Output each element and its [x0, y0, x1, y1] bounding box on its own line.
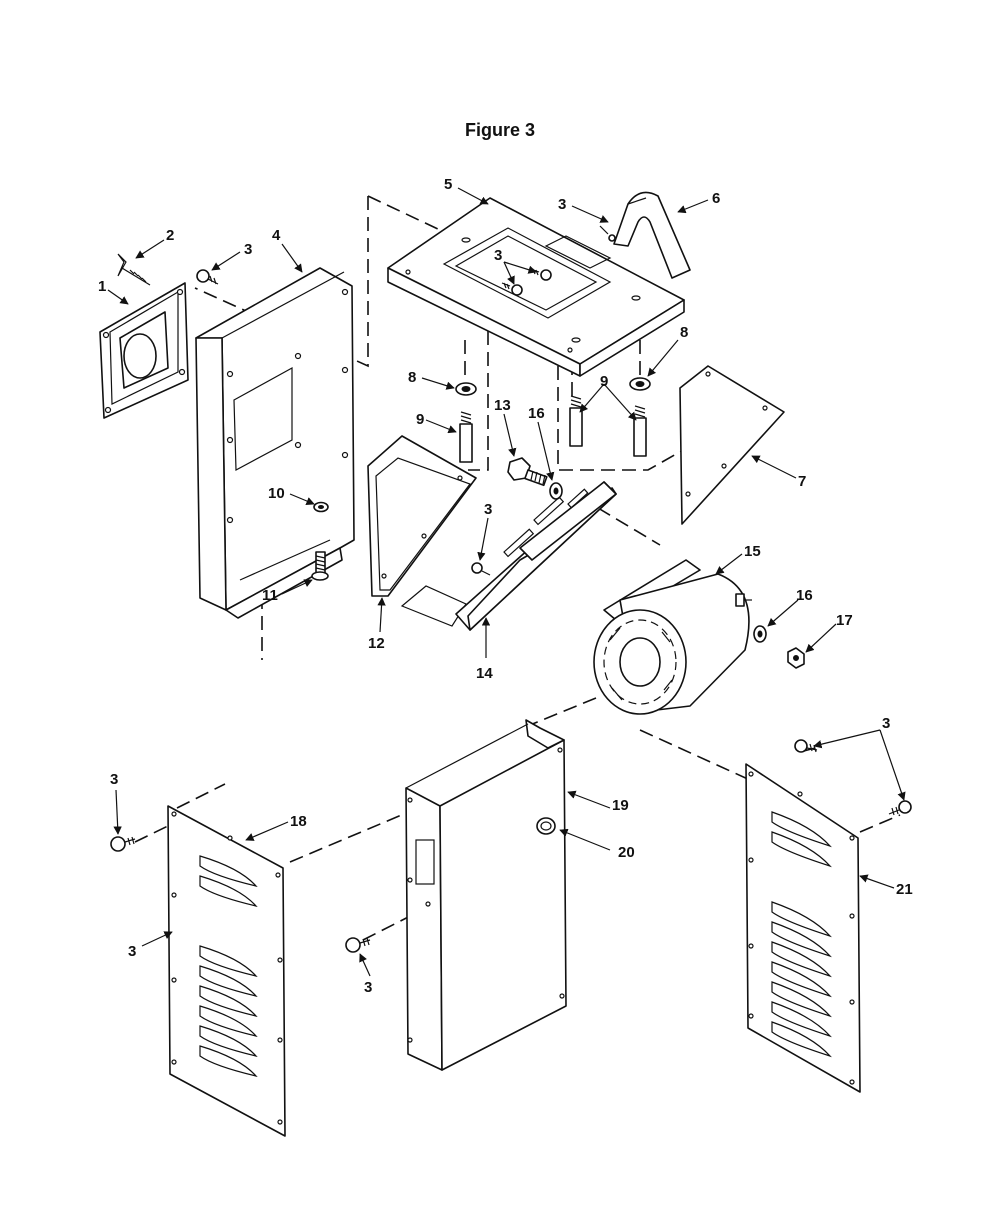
part-18-left-panel — [167, 805, 286, 1137]
callout-labels: 1 2 3 4 5 3 6 3 8 8 9 9 13 16 7 10 3 11 … — [98, 176, 913, 996]
callout-16: 16 — [796, 587, 813, 604]
callout-7: 7 — [798, 473, 806, 490]
screw-icon — [345, 937, 371, 953]
callout-6: 6 — [712, 190, 720, 207]
callout-20: 20 — [618, 844, 635, 861]
callout-15: 15 — [744, 543, 761, 560]
callout-9: 9 — [600, 373, 608, 390]
part-1-outlet-plate — [99, 282, 189, 419]
callout-18: 18 — [290, 813, 307, 830]
part-7-side-plate — [679, 365, 785, 525]
screw-icon — [888, 800, 912, 816]
callout-3: 3 — [558, 196, 566, 213]
parts-8-9-mounts — [455, 377, 651, 463]
part-4-housing-bracket — [195, 267, 355, 619]
callout-3: 3 — [110, 771, 118, 788]
callout-3: 3 — [244, 241, 252, 258]
callout-2: 2 — [166, 227, 174, 244]
callout-16: 16 — [528, 405, 545, 422]
screw-icon — [599, 225, 616, 242]
callout-8: 8 — [408, 369, 416, 386]
callout-17: 17 — [836, 612, 853, 629]
part-11-bolt — [311, 551, 329, 581]
callout-5: 5 — [444, 176, 452, 193]
part-14-motor-bracket — [455, 481, 617, 631]
figure-title: Figure 3 — [464, 120, 535, 140]
callout-11: 11 — [262, 587, 278, 604]
callout-8: 8 — [680, 324, 688, 341]
callout-12: 12 — [368, 635, 385, 652]
callout-10: 10 — [268, 485, 285, 502]
part-20-plug — [536, 817, 556, 835]
part-19-front-housing — [405, 719, 567, 1071]
part-10-nut — [313, 501, 329, 513]
callout-4: 4 — [272, 227, 281, 244]
part-15-motor — [593, 559, 752, 715]
callout-14: 14 — [476, 665, 493, 682]
callout-3: 3 — [882, 715, 890, 732]
part-17-nut — [787, 647, 805, 669]
leader-lines — [107, 187, 906, 977]
part-2-wing-screw — [117, 253, 151, 286]
callout-3: 3 — [364, 979, 372, 996]
screw-icon — [110, 836, 136, 852]
part-6-handle — [613, 191, 691, 279]
callout-3: 3 — [484, 501, 492, 518]
part-16-washers — [549, 482, 767, 643]
callout-3: 3 — [128, 943, 136, 960]
part-13-bolt — [507, 457, 548, 487]
callout-21: 21 — [896, 881, 913, 898]
callout-19: 19 — [612, 797, 629, 814]
screw-icon — [196, 269, 219, 285]
part-21-right-panel — [745, 763, 861, 1093]
callout-9: 9 — [416, 411, 424, 428]
part-12-gusset — [367, 435, 477, 627]
screw-icon — [794, 739, 818, 753]
part-5-top-plate — [387, 197, 685, 377]
screw-icon — [501, 282, 523, 296]
callout-3: 3 — [494, 247, 502, 264]
callout-1: 1 — [98, 278, 106, 295]
callout-13: 13 — [494, 397, 511, 414]
screw-icon — [471, 562, 491, 576]
